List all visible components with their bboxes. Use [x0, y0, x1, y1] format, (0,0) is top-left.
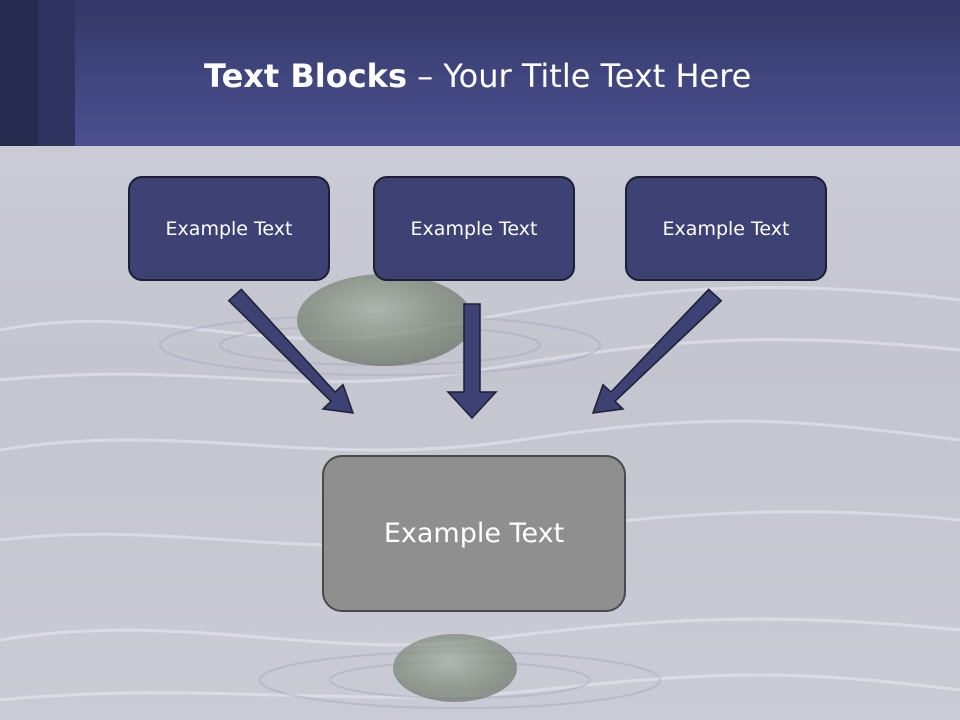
title-bar-accent-dark — [0, 0, 38, 146]
title-bar-accent — [38, 0, 75, 146]
title-bold: Text Blocks — [204, 57, 407, 95]
arrow-right-diagonal — [591, 288, 723, 414]
example-text-block-3: Example Text — [625, 176, 827, 281]
title-rest: – Your Title Text Here — [407, 57, 752, 95]
example-text-block-2: Example Text — [373, 176, 575, 281]
arrow-left-diagonal — [227, 288, 355, 414]
example-text-block-1: Example Text — [128, 176, 330, 281]
example-text-target-block: Example Text — [322, 455, 626, 612]
title-bar: Text Blocks – Your Title Text Here — [0, 0, 960, 146]
slide-title: Text Blocks – Your Title Text Here — [204, 54, 751, 98]
arrow-center-down — [446, 303, 498, 420]
